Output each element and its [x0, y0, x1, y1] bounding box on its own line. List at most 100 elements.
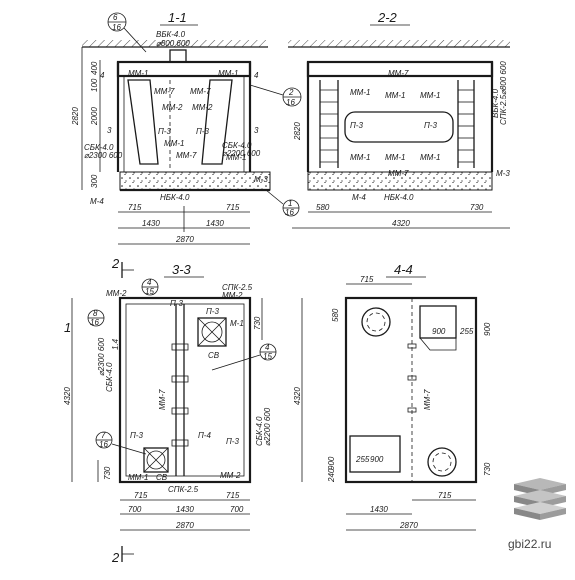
section-mark: 4: [254, 71, 259, 80]
base-slab: [307, 171, 493, 191]
label-sbk: СБК-4.0: [255, 416, 264, 446]
ladder-left: [319, 80, 339, 168]
tapered-wall-left: [127, 79, 159, 165]
section-mark: 3: [254, 126, 259, 135]
label-mm7: ММ-7: [154, 87, 175, 96]
svg-text:16: 16: [99, 440, 108, 449]
svg-text:16: 16: [285, 208, 294, 217]
dim-1430: 1430: [370, 505, 388, 514]
label-spk: СПК-2.5: [499, 94, 508, 125]
dim-255: 255: [459, 327, 474, 336]
label-mm7: ММ-7: [388, 69, 409, 78]
label-p3: П-3: [350, 121, 363, 130]
dim-400: 400: [90, 61, 99, 75]
callout-8-16: 8 16: [87, 309, 105, 327]
base-slab: [119, 171, 271, 191]
section-title: 3-3: [172, 262, 192, 277]
dim-2870: 2870: [175, 521, 194, 530]
label-mm2: ММ-2: [106, 289, 127, 298]
svg-text:6: 6: [113, 13, 118, 22]
label-sbk-hole: ⌀2300 600: [97, 337, 106, 376]
dim-4320: 4320: [293, 387, 302, 405]
manhole-top: [361, 307, 391, 337]
section-4-4: 4-4 ММ-7 715 580 900 255 900 4320 900 25…: [293, 262, 492, 531]
label-mm1: ММ-1: [350, 88, 370, 97]
dim-2000: 2000: [90, 107, 99, 126]
callout-4-15: 4 15: [211, 343, 277, 371]
dim-715: 715: [226, 203, 240, 212]
label-mm1: ММ-1: [128, 473, 148, 482]
dim-715: 715: [128, 203, 142, 212]
label-sbk: СБК-4.0: [222, 141, 252, 150]
ladder-right: [457, 80, 475, 168]
label-mm7: ММ-7: [158, 389, 167, 410]
opening: [197, 317, 227, 347]
hatch-opening: [349, 435, 401, 473]
soil-hatch: [82, 40, 268, 47]
dim-715: 715: [134, 491, 148, 500]
svg-text:7: 7: [101, 431, 106, 440]
label-mm1: ММ-1: [218, 69, 238, 78]
label-mm1: ММ-1: [385, 153, 405, 162]
svg-text:16: 16: [286, 98, 295, 107]
dim-2820: 2820: [293, 122, 302, 141]
section-marker: 2: [111, 256, 120, 271]
section-title: 2-2: [377, 10, 398, 25]
svg-text:1: 1: [288, 199, 292, 208]
label-m1: М-1: [230, 319, 244, 328]
dim-1-4: 1.4: [111, 338, 120, 350]
dim-700: 700: [230, 505, 244, 514]
label-mm1: ММ-1: [164, 139, 184, 148]
callout-4-15: 4 15: [141, 278, 159, 296]
label-mm7: ММ-7: [176, 151, 197, 160]
hatch-opening: [419, 305, 457, 339]
label-sbk-hole: ⌀2200 600: [263, 407, 272, 446]
callout-7-16: 7 16: [95, 431, 147, 455]
label-sbk: СБК-4.0: [84, 143, 114, 152]
label-sbk: СБК-4.0: [105, 362, 114, 392]
label-m4: М-4: [90, 197, 104, 206]
svg-text:8: 8: [93, 309, 98, 318]
label-m4: М-4: [352, 193, 366, 202]
label-p3: П-3: [170, 299, 183, 308]
label-p3: П-3: [226, 437, 239, 446]
svg-text:2: 2: [288, 88, 294, 97]
label-mm2: ММ-2: [220, 471, 241, 480]
section-title: 4-4: [394, 262, 413, 277]
dim-2820: 2820: [71, 107, 80, 126]
dim-100: 100: [90, 78, 99, 92]
label-mm1: ММ-1: [128, 69, 148, 78]
dim-2870: 2870: [175, 235, 194, 244]
label-spk: СПК-2.5: [222, 283, 253, 292]
label-mm1: ММ-1: [420, 91, 440, 100]
dim-300: 300: [90, 174, 99, 188]
label-mm1: ММ-1: [226, 153, 246, 162]
label-m3: М-3: [496, 169, 510, 178]
dim-900: 900: [432, 327, 446, 336]
section-2-2: 2-2: [288, 10, 510, 229]
dim-255: 255: [355, 455, 370, 464]
label-mm7: ММ-7: [190, 87, 211, 96]
site-name: gbi22.ru: [508, 537, 551, 551]
label-mm7: ММ-7: [423, 389, 432, 410]
section-1-1: 1-1 6 16 ВБК-4.0 ⌀800 600 ММ-1 ММ-1 ММ-2…: [71, 10, 302, 245]
label-p3: П-3: [158, 127, 171, 136]
dim-1430: 1430: [206, 219, 224, 228]
label-vbk: ВБК-4.0: [491, 88, 500, 118]
dim-900: 900: [370, 455, 384, 464]
dim-730: 730: [103, 466, 112, 480]
section-marker: 2: [111, 550, 120, 565]
label-mm1: ММ-1: [385, 91, 405, 100]
svg-text:16: 16: [90, 318, 99, 327]
section-mark: 3: [107, 126, 112, 135]
label-sbk-hole: ⌀2200 600: [222, 149, 261, 158]
tapered-wall-right: [201, 79, 233, 165]
label-cb: СВ: [208, 351, 220, 360]
label-p4: П-4: [198, 431, 211, 440]
dim-240: 240: [327, 468, 336, 483]
label-nbk: НБК-4.0: [160, 193, 190, 202]
dim-580: 580: [316, 203, 330, 212]
svg-text:15: 15: [145, 287, 154, 296]
